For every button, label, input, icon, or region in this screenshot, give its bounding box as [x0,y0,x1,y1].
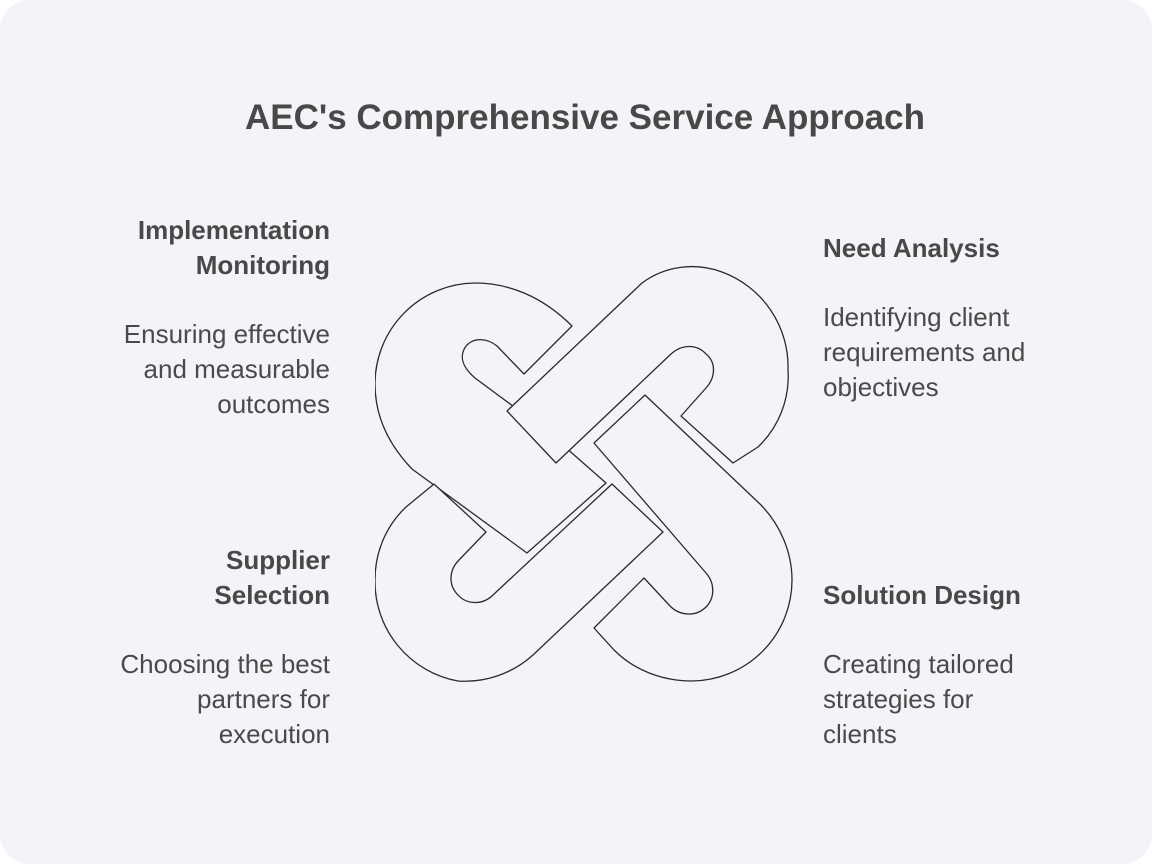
step-need-analysis: Need Analysis Identifying client require… [823,231,1123,405]
step-heading-line: Implementation [137,215,330,245]
step-description-line: and measurable [143,354,330,384]
knot-loop-bottom-left [375,483,664,682]
step-description-line: clients [823,719,897,749]
step-heading: Need Analysis [823,231,1123,266]
step-heading-line: Selection [214,580,330,610]
step-heading-line: Need Analysis [823,233,1000,263]
knot-loop-bottom-right [593,394,793,682]
step-description: Identifying client requirements and obje… [823,300,1123,405]
step-description-line: execution [218,719,330,749]
step-heading-line: Solution Design [823,580,1021,610]
step-heading: Implementation Monitoring [60,213,330,283]
step-supplier-selection: Supplier Selection Choosing the best par… [60,543,330,752]
diagram-title: AEC's Comprehensive Service Approach [244,98,926,137]
step-description-line: partners for [197,684,330,714]
step-heading: Supplier Selection [60,543,330,613]
step-implementation-monitoring: Implementation Monitoring Ensuring effec… [60,213,330,422]
step-heading-line: Supplier [225,545,330,575]
knot-loop-top-left [375,282,607,554]
step-heading-line: Monitoring [195,250,330,280]
interlocking-knot-icon [375,266,793,682]
step-description: Creating tailored strategies for clients [823,647,1123,752]
step-heading: Solution Design [823,578,1123,613]
step-solution-design: Solution Design Creating tailored strate… [823,578,1123,752]
step-description-line: Ensuring effective [123,319,330,349]
step-description-line: Choosing the best [120,649,330,679]
step-description-line: outcomes [217,389,330,419]
step-description-line: objectives [823,372,939,402]
step-description: Ensuring effective and measurable outcom… [60,317,330,422]
step-description-line: Creating tailored [823,649,1014,679]
step-description: Choosing the best partners for execution [60,647,330,752]
step-description-line: strategies for [823,684,974,714]
step-description-line: Identifying client [823,302,1010,332]
knot-loop-top-right [506,266,789,464]
step-description-line: requirements and [823,337,1026,367]
